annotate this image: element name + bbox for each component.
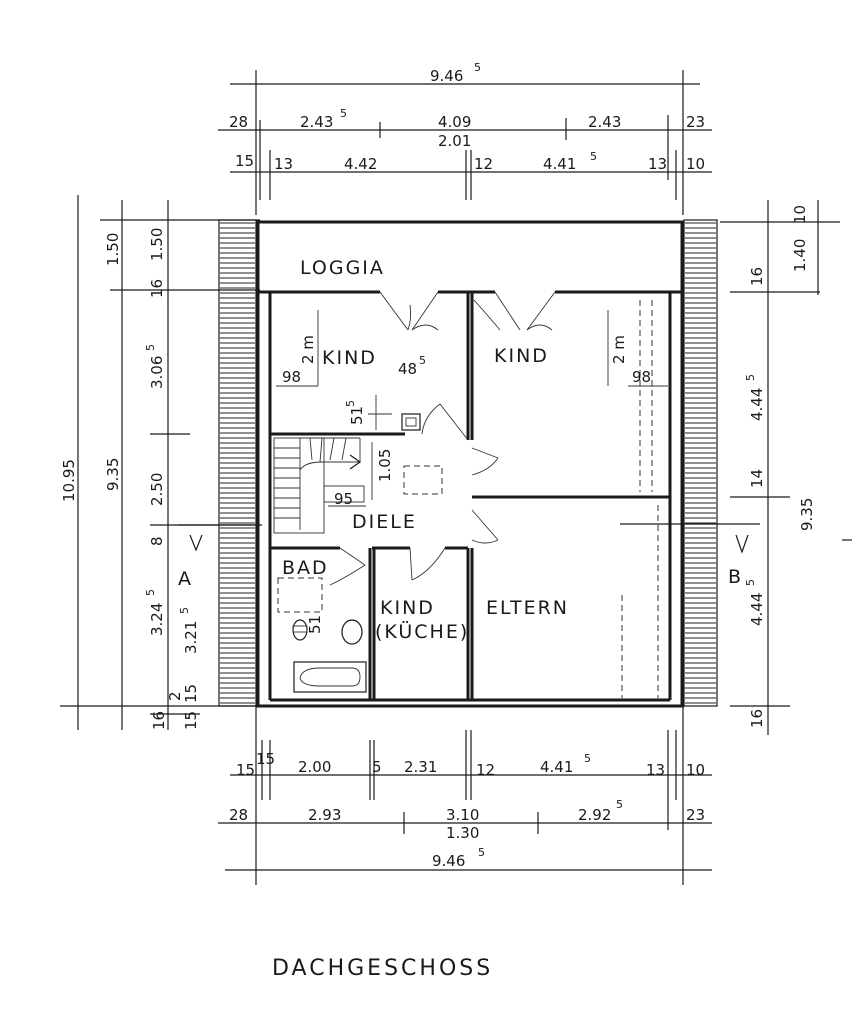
- dim-top-13-left: 13: [274, 155, 293, 173]
- dim-top-243-left: 2.43: [300, 113, 333, 131]
- drawing-title: DACHGESCHOSS: [272, 956, 493, 981]
- dim-left-150-outer: 1.50: [104, 233, 122, 266]
- dim-bottom-overall-sup: 5: [478, 846, 485, 859]
- room-label-eltern: ELTERN: [486, 597, 569, 619]
- dim-kind-left-2m: 2 m: [299, 335, 317, 364]
- dim-left-3065: 3.06: [148, 356, 166, 389]
- roof-hatching-right: [683, 219, 718, 707]
- section-marker-b: B: [728, 566, 743, 588]
- dim-top-23: 23: [686, 113, 705, 131]
- dim-right-4445-bottom-sup: 5: [744, 579, 757, 586]
- dim-top-201: 2.01: [438, 132, 471, 150]
- left-dimension-chains: 10.95 9.35 1.50 16 1.50 3.06 5 2.50 8 3.2…: [60, 195, 260, 730]
- dim-right-16-top: 16: [748, 267, 766, 286]
- dim-bottom-5: 5: [372, 758, 382, 776]
- dim-left-16-top: 16: [148, 279, 166, 298]
- dim-left-3065-sup: 5: [144, 344, 157, 351]
- interior-dimensions: 2 m 98 48 5 2 m 98 515 1.05 95 51: [276, 310, 668, 634]
- dim-515-sup: 5: [344, 400, 357, 407]
- dim-kind-right-2m: 2 m: [610, 335, 628, 364]
- dim-bottom-293: 2.93: [308, 806, 341, 824]
- dim-bottom-4415-sup: 5: [584, 752, 591, 765]
- room-label-kind-left: KIND: [322, 347, 377, 369]
- section-marker-a: A: [178, 568, 193, 590]
- top-dimension-chains: 9.46 5 28 2.43 5 4.09 2.01 2.43 23 15 13…: [218, 61, 712, 215]
- dim-bottom-overall: 9.46: [432, 852, 465, 870]
- right-dimension-chains: 10 1.40 16 4.44 5 14 9.35 4.44 5 16: [620, 200, 852, 735]
- dim-right-14: 14: [748, 469, 766, 488]
- dim-top-4415-sup: 5: [590, 150, 597, 163]
- dim-right-4445-bottom: 4.44: [748, 593, 766, 626]
- dim-left-16-bottom: 16: [150, 711, 168, 730]
- dim-right-935: 9.35: [798, 498, 816, 531]
- dim-bottom-2925-sup: 5: [616, 798, 623, 811]
- dim-right-16-bottom: 16: [748, 709, 766, 728]
- dim-top-28: 28: [229, 113, 248, 131]
- dim-left-1095: 10.95: [60, 459, 78, 502]
- section-markers: A B: [178, 524, 749, 590]
- walls: [256, 220, 684, 708]
- dim-top-overall-sup: 5: [474, 61, 481, 74]
- dim-top-243-left-sup: 5: [340, 107, 347, 120]
- dim-bottom-231: 2.31: [404, 758, 437, 776]
- dim-top-409: 4.09: [438, 113, 471, 131]
- dim-bottom-15-a: 15: [236, 761, 255, 779]
- dim-right-10: 10: [791, 205, 809, 224]
- dim-bottom-12: 12: [476, 761, 495, 779]
- doors: [329, 291, 556, 586]
- dim-105: 1.05: [376, 449, 394, 482]
- dim-kind-right-98: 98: [632, 368, 651, 386]
- dim-bottom-23: 23: [686, 806, 705, 824]
- dim-bottom-310: 3.10: [446, 806, 479, 824]
- dim-left-3215: 3.21: [182, 621, 200, 654]
- dim-bottom-15-b: 15: [256, 750, 275, 768]
- dim-left-3245-sup: 5: [144, 589, 157, 596]
- room-label-loggia: LOGGIA: [300, 257, 385, 279]
- roof-hatching-left: [218, 219, 257, 707]
- room-label-kind-right: KIND: [494, 345, 549, 367]
- dim-kind-left-485: 48: [398, 360, 417, 378]
- dim-top-13-right: 13: [648, 155, 667, 173]
- dim-right-140: 1.40: [791, 239, 809, 272]
- dim-right-4445-top: 4.44: [748, 388, 766, 421]
- dim-top-15: 15: [235, 152, 254, 170]
- dim-left-8: 8: [148, 536, 166, 546]
- dim-top-12: 12: [474, 155, 493, 173]
- dim-515: 51: [348, 406, 366, 425]
- room-label-kind-kueche-line2: (KÜCHE): [375, 620, 469, 643]
- dim-bottom-28: 28: [229, 806, 248, 824]
- dim-bottom-13: 13: [646, 761, 665, 779]
- dim-left-935: 9.35: [104, 458, 122, 491]
- dim-95: 95: [334, 490, 353, 508]
- dim-top-243-right: 2.43: [588, 113, 621, 131]
- dim-top-442: 4.42: [344, 155, 377, 173]
- room-label-diele: DIELE: [352, 511, 417, 533]
- dim-top-overall: 9.46: [430, 67, 463, 85]
- dim-kind-left-98: 98: [282, 368, 301, 386]
- dim-left-15-a: 15: [182, 684, 200, 703]
- dim-bad-51: 51: [306, 615, 324, 634]
- dim-bottom-130: 1.30: [446, 824, 479, 842]
- dim-left-3245: 3.24: [148, 603, 166, 636]
- dim-bottom-200: 2.00: [298, 758, 331, 776]
- dim-left-2: 2: [166, 691, 184, 701]
- fixtures: [277, 300, 659, 698]
- dim-kind-left-485-sup: 5: [419, 354, 426, 367]
- dim-bottom-4415: 4.41: [540, 758, 573, 776]
- dim-left-15-b: 15: [182, 711, 200, 730]
- dim-bottom-10: 10: [686, 761, 705, 779]
- bottom-dimension-chains: 15 15 2.00 5 2.31 12 4.41 5 13 10 28 2.9…: [218, 706, 712, 885]
- dim-top-4415: 4.41: [543, 155, 576, 173]
- staircase: [273, 437, 365, 534]
- dim-left-150-inner: 1.50: [148, 228, 166, 261]
- room-label-bad: BAD: [282, 557, 329, 579]
- dim-left-3215-sup: 5: [178, 607, 191, 614]
- dim-right-4445-top-sup: 5: [744, 374, 757, 381]
- room-label-kind-kueche-line1: KIND: [380, 597, 435, 619]
- room-labels: LOGGIA KIND KIND DIELE BAD KIND (KÜCHE) …: [282, 257, 569, 643]
- dim-top-10: 10: [686, 155, 705, 173]
- dim-bottom-2925: 2.92: [578, 806, 611, 824]
- dim-left-250: 2.50: [148, 473, 166, 506]
